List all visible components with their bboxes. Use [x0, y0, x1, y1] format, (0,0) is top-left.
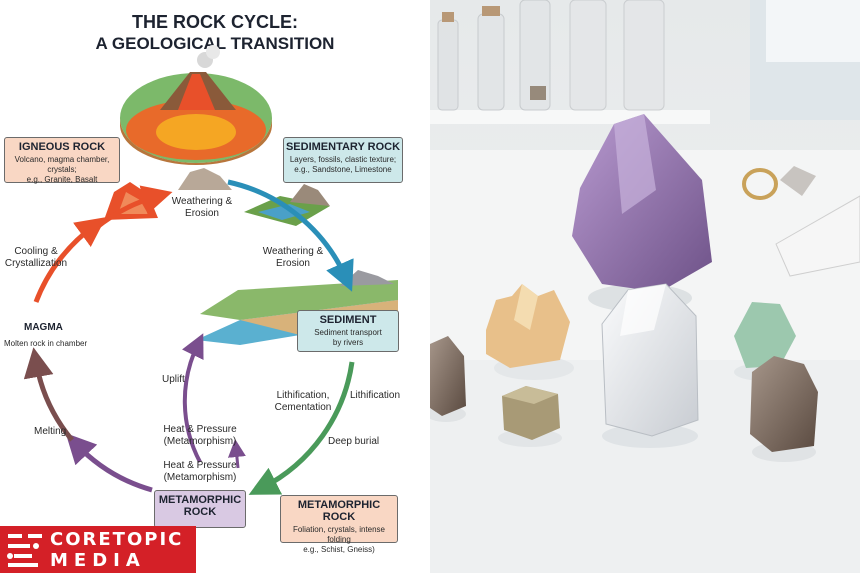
sedimentary-rock-desc1: Layers, fossils, clastic texture;: [289, 155, 397, 164]
sedimentary-rock-box: SEDIMENTARY ROCK Layers, fossils, clasti…: [283, 137, 403, 183]
cooling-label-line2: Crystallization: [4, 258, 68, 269]
sediment-title: SEDIMENT: [319, 314, 377, 326]
smoky-quartz-crystal: [750, 356, 818, 462]
diagram-title-line2: A GEOLOGICAL TRANSITION: [95, 34, 335, 53]
metamorphic-rock-node: METAMORPHIC ROCK: [154, 490, 246, 528]
citrine-cluster: [486, 284, 574, 380]
igneous-rock-desc1: Volcano, magma chamber, crystals;: [14, 155, 110, 174]
heat-pressure-label-2-line1: Heat & Pressure: [163, 460, 237, 471]
cooling-label: Cooling & Crystallization: [0, 246, 72, 270]
diagram-title-line1: THE ROCK CYCLE:: [132, 12, 298, 32]
metamorphic-node-line2: ROCK: [183, 506, 217, 518]
igneous-rock-title: IGNEOUS ROCK: [18, 141, 106, 153]
cooling-label-line1: Cooling &: [14, 246, 58, 257]
shelf: [430, 110, 710, 124]
weathering-label-2: Weathering & Erosion: [260, 246, 326, 270]
logo-line2: MEDIA: [50, 550, 146, 571]
igneous-rock-desc2: e.g., Granite, Basalt: [26, 175, 98, 184]
glass-bottles: [437, 0, 665, 111]
weathered-rocks-icon: [178, 168, 232, 190]
landscape-icon: [244, 184, 330, 226]
melting-label: Melting: [34, 426, 67, 437]
metamorphic-rock-title: METAMORPHIC ROCK: [297, 499, 381, 523]
volcano-illustration: [120, 45, 272, 165]
uplift-label: Uplift: [162, 374, 185, 385]
rock-cycle-diagram: THE ROCK CYCLE: A GEOLOGICAL TRANSITION: [0, 12, 403, 573]
crystal-photo: [430, 0, 860, 573]
metamorphic-rock-box: METAMORPHIC ROCK Foliation, crystals, in…: [280, 495, 398, 554]
sediment-box: SEDIMENT Sediment transport by rivers: [297, 310, 399, 352]
igneous-rock-box: IGNEOUS ROCK Volcano, magma chamber, cry…: [4, 137, 120, 184]
heat-pressure-label-2-line2: (Metamorphism): [163, 472, 237, 483]
heat-pressure-label-2: Heat & Pressure (Metamorphism): [162, 460, 238, 484]
weathering-label-2-line2: Erosion: [276, 258, 310, 269]
metamorphic-rock-desc2: e.g., Schist, Gneiss): [303, 545, 375, 554]
lithification-label: Lithification: [350, 390, 401, 401]
logo-line1: CORETOPIC: [50, 529, 184, 550]
weathering-label-1-line1: Weathering &: [171, 196, 233, 207]
metamorphic-rock-desc1: Foliation, crystals, intense folding: [292, 525, 386, 544]
weathering-label-2-line1: Weathering &: [262, 246, 324, 257]
heat-pressure-label-1-line1: Heat & Pressure: [163, 424, 237, 435]
magma-title: MAGMA: [24, 322, 63, 333]
coretopic-media-logo: CORETOPIC MEDIA: [0, 526, 196, 573]
lithification-cementation-line1: Lithification,: [276, 390, 330, 401]
clear-quartz-crystal: [601, 283, 699, 448]
sedimentary-rock-title: SEDIMENTARY ROCK: [285, 141, 401, 153]
metamorphic-node-line1: METAMORPHIC: [158, 494, 242, 506]
sediment-desc1: Sediment transport: [314, 328, 382, 337]
weathering-label-1-line2: Erosion: [185, 208, 219, 219]
lithification-cementation-line2: Cementation: [274, 402, 332, 413]
smoky-quartz-small: [430, 336, 466, 422]
notebook: [775, 195, 860, 277]
crystal-photo-art: [430, 0, 860, 573]
heat-pressure-label-1: Heat & Pressure (Metamorphism): [162, 424, 238, 448]
pyrite-cube: [498, 386, 562, 447]
circuit-logo-icon: [7, 534, 42, 567]
sedimentary-rock-desc2: e.g., Sandstone, Limestone: [294, 165, 392, 174]
sediment-desc2: by rivers: [332, 338, 364, 347]
weathering-label-1: Weathering & Erosion: [170, 196, 234, 220]
rock-cycle-art: [23, 45, 398, 495]
heat-pressure-label-1-line2: (Metamorphism): [163, 436, 237, 447]
gold-ring: [742, 168, 778, 200]
magma-desc: Molten rock in chamber: [4, 339, 88, 348]
deep-burial-label: Deep burial: [328, 436, 380, 447]
lithification-cementation-label: Lithification, Cementation: [270, 390, 336, 414]
